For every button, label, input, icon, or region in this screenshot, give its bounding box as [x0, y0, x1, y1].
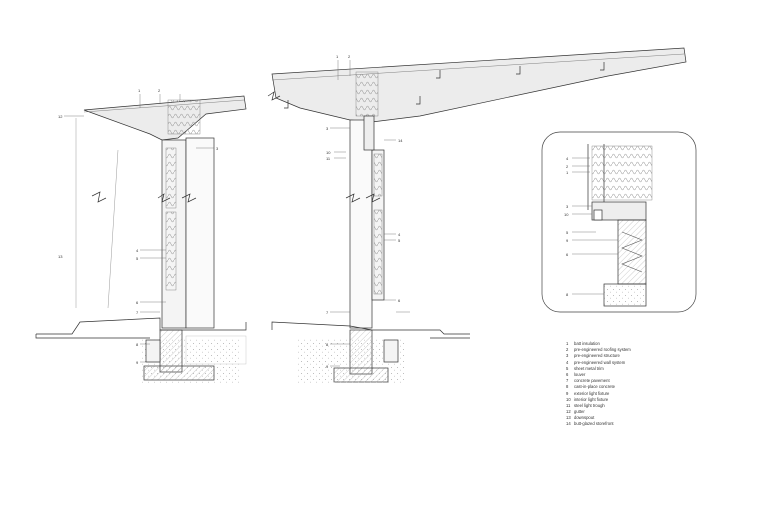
right-roof: [271, 47, 687, 123]
left-roof-insulation: [167, 99, 201, 135]
legend-number: 9: [566, 390, 569, 396]
legend-number: 7: [566, 378, 569, 384]
legend-number: 5: [566, 365, 569, 371]
tag-4: 4: [398, 232, 401, 237]
legend: 1 batt insulation 2 pre-engineered roofing …: [566, 341, 746, 428]
legend-text: butt-glazed storefront: [574, 421, 614, 427]
tag-6: 6: [398, 298, 401, 303]
tag-9: 9: [566, 238, 569, 243]
legend-text: interior light fixture: [574, 396, 609, 402]
legend-item: 3 pre-engineered structure: [566, 353, 746, 359]
legend-text: pre-engineered wall system: [574, 359, 626, 365]
legend-number: 13: [566, 415, 571, 421]
legend-item: 4 pre-engineered wall system: [566, 360, 746, 366]
legend-text: downspout: [574, 415, 595, 421]
legend-item: 9 exterior light fixture: [566, 391, 746, 397]
tag-6: 6: [566, 252, 569, 257]
detail-callout: [541, 131, 697, 313]
legend-item: 8 cast-in-place concrete: [566, 384, 746, 390]
tag-7: 7: [326, 310, 329, 315]
tag-5: 5: [398, 238, 401, 243]
tag-9: 9: [326, 364, 329, 369]
legend-text: exterior light fixture: [574, 390, 610, 396]
tag-9: 9: [136, 360, 139, 365]
legend-item: 2 pre-engineered roofing system: [566, 347, 746, 353]
legend-number: 8: [566, 384, 569, 390]
legend-text: pre-engineered roofing system: [574, 347, 631, 353]
legend-text: batt insulation: [574, 341, 600, 346]
tag-8: 8: [136, 342, 139, 347]
tag-4: 4: [136, 248, 139, 253]
left-slab: [36, 317, 247, 335]
detail-tags: 4 2 1 3 10 5 9 6 8: [564, 156, 569, 297]
tag-12: 12: [58, 114, 63, 119]
legend-number: 4: [566, 359, 569, 365]
tag-7: 7: [136, 310, 139, 315]
legend-text: steel light trough: [574, 402, 605, 408]
tag-10: 10: [326, 150, 331, 155]
tag-3: 3: [216, 146, 219, 151]
tag-2: 2: [566, 164, 569, 169]
tag-13: 13: [58, 254, 63, 259]
legend-item: 7 concrete pavement: [566, 378, 746, 384]
legend-number: 10: [566, 396, 571, 402]
right-column: [349, 119, 373, 329]
tag-1: 1: [336, 54, 339, 59]
legend-number: 3: [566, 353, 569, 359]
legend-text: concrete pavement: [574, 378, 610, 384]
tag-1: 1: [138, 88, 141, 93]
legend-number: 14: [566, 421, 571, 427]
left-column: [185, 137, 215, 329]
legend-text: sheet metal trim: [574, 365, 604, 371]
legend-text: cast-in-place concrete: [574, 384, 615, 390]
right-section-tags: 1 2 3 4 5 6 7 8 9 10 11 14: [326, 54, 403, 369]
legend-item: 1 batt insulation: [566, 341, 746, 347]
tag-4: 4: [566, 156, 569, 161]
tag-10: 10: [564, 212, 569, 217]
tag-8: 8: [326, 342, 329, 347]
tag-1: 1: [566, 170, 569, 175]
right-section: [267, 47, 687, 384]
tag-6: 6: [136, 300, 139, 305]
legend-number: 11: [566, 402, 571, 408]
tag-11: 11: [326, 156, 331, 161]
legend-item: 6 louver: [566, 372, 746, 378]
legend-number: 6: [566, 371, 569, 377]
tag-5: 5: [566, 230, 569, 235]
tag-14: 14: [398, 138, 403, 143]
tag-3: 3: [326, 126, 329, 131]
tag-8: 8: [566, 292, 569, 297]
legend-text: pre-engineered structure: [574, 353, 620, 359]
legend-number: 1: [566, 341, 569, 346]
tag-5: 5: [136, 256, 139, 261]
left-section: [35, 94, 247, 384]
tag-3: 3: [566, 204, 569, 209]
tag-2: 2: [348, 54, 351, 59]
left-section-tags: 12 1 2 3 4 5 6 7 8 9 13: [58, 88, 219, 365]
legend-item: 5 sheet metal trim: [566, 366, 746, 372]
legend-number: 12: [566, 409, 571, 415]
legend-number: 2: [566, 347, 569, 353]
tag-2: 2: [158, 88, 161, 93]
legend-text: gutter: [574, 409, 585, 415]
legend-text: louver: [574, 371, 586, 377]
left-roof-canopy: [83, 95, 247, 141]
